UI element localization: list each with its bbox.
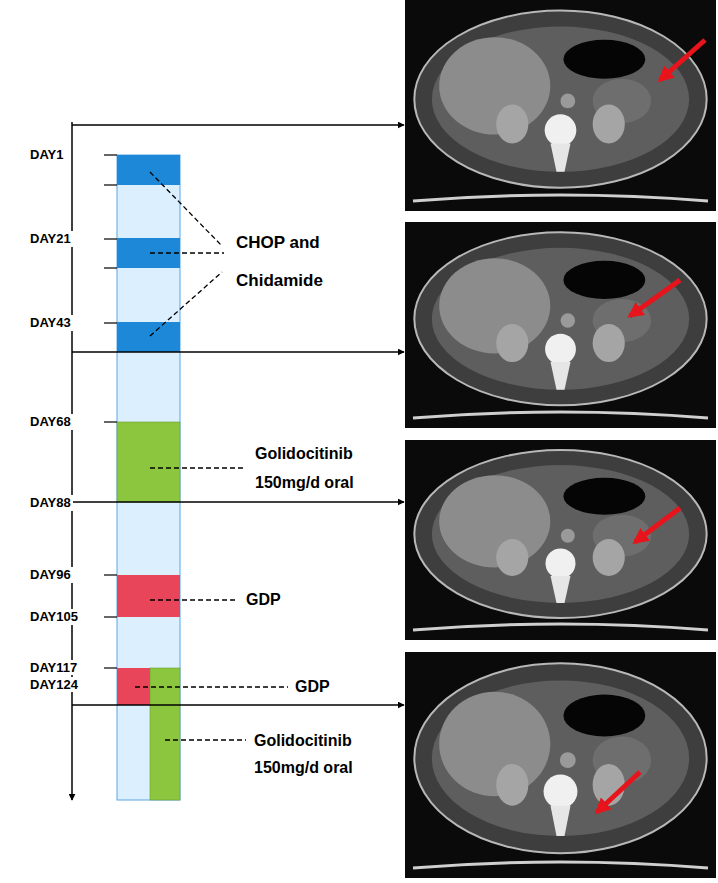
kidney — [593, 324, 625, 362]
scan-arrow — [72, 704, 404, 706]
lesion-arrow — [660, 40, 705, 80]
scan-table — [413, 195, 708, 201]
bowel-gas — [563, 261, 645, 299]
abdomen — [432, 465, 689, 603]
vertebra-process — [551, 143, 571, 171]
liver — [439, 258, 550, 353]
day-label: DAY117 — [28, 660, 79, 675]
scan-arrow — [72, 351, 404, 353]
scan-arrow — [72, 501, 404, 503]
liver — [439, 475, 550, 567]
aorta — [560, 752, 576, 768]
vertebra-process — [551, 362, 571, 390]
kidney — [496, 104, 528, 143]
bowel-gas — [563, 695, 645, 737]
kidney — [593, 104, 625, 143]
chop-block — [117, 322, 180, 352]
scan-background — [405, 652, 716, 878]
leader-line — [150, 252, 224, 253]
tick — [104, 184, 117, 185]
ct-panels — [405, 0, 716, 878]
treatment-bar — [117, 155, 180, 800]
abdomen — [432, 248, 689, 390]
vertebra — [545, 114, 577, 146]
kidney — [496, 324, 528, 362]
time-axis — [71, 122, 73, 800]
bowel-gas — [563, 478, 645, 515]
ticks — [104, 155, 117, 668]
body-outline — [414, 450, 706, 618]
lesion-arrow — [635, 508, 680, 542]
tick — [104, 574, 117, 575]
kidney — [593, 539, 625, 576]
ct-scan — [405, 0, 716, 211]
scan-table — [413, 624, 708, 630]
liver — [439, 692, 550, 796]
tick — [104, 267, 117, 268]
body-outline — [414, 11, 706, 188]
scan-table — [413, 862, 708, 868]
day-label: DAY105 — [28, 609, 80, 625]
leader-line — [150, 172, 222, 246]
scan-arrow — [72, 124, 404, 126]
ct-scan — [405, 440, 716, 640]
tick — [104, 616, 117, 617]
day-label: DAY88 — [28, 495, 73, 511]
golidocitinib-block — [117, 422, 180, 502]
chop-block — [117, 155, 180, 185]
aorta — [561, 529, 575, 543]
vertebra-process — [551, 576, 571, 603]
day-label: DAY43 — [28, 315, 73, 331]
body-outline — [414, 663, 706, 853]
leader-line — [165, 739, 246, 740]
liver — [439, 37, 550, 134]
leader-line — [150, 599, 238, 600]
lesion-arrow — [597, 772, 640, 812]
day-label: DAY68 — [28, 414, 73, 430]
scan-background — [405, 440, 716, 640]
scan-arrows — [72, 125, 404, 705]
vertebra — [546, 548, 576, 578]
body-outline — [414, 232, 706, 405]
vertebra — [545, 334, 576, 365]
treatment-label: GDP — [293, 677, 332, 697]
scan-background — [405, 0, 716, 211]
scan-background — [405, 222, 716, 428]
aorta — [561, 313, 575, 327]
golidocitinib-block — [150, 668, 180, 800]
lesion-arrow — [630, 280, 680, 316]
vertebra-process — [551, 806, 571, 836]
tick — [104, 667, 117, 668]
tick — [104, 238, 117, 239]
treatment-label: GDP — [244, 590, 283, 610]
kidney — [496, 764, 528, 806]
gdp-block — [117, 575, 180, 617]
leader-line — [150, 467, 246, 468]
ct-scan — [405, 222, 716, 428]
day-label: DAY1 — [28, 147, 65, 163]
aorta — [560, 94, 575, 109]
day-label: DAY21 — [28, 231, 73, 247]
bowel-gas — [563, 40, 645, 79]
ct-scan — [405, 652, 716, 878]
tick — [104, 322, 117, 323]
tick — [104, 421, 117, 422]
tick — [104, 154, 117, 155]
day-label: DAY124 — [28, 677, 80, 692]
kidney — [496, 539, 528, 576]
scan-table — [413, 412, 708, 418]
treatment-label: Golidocitinib 150mg/d oral — [253, 439, 385, 497]
abdomen — [432, 27, 689, 172]
leader-line — [135, 686, 288, 687]
leader-line — [150, 272, 222, 336]
day-label: DAY96 — [28, 567, 73, 583]
vertebra — [544, 774, 578, 808]
treatment-label: CHOP and Chidamide — [234, 224, 346, 300]
treatment-label: Golidocitinib 150mg/d oral — [252, 727, 384, 781]
abdomen — [432, 680, 689, 836]
